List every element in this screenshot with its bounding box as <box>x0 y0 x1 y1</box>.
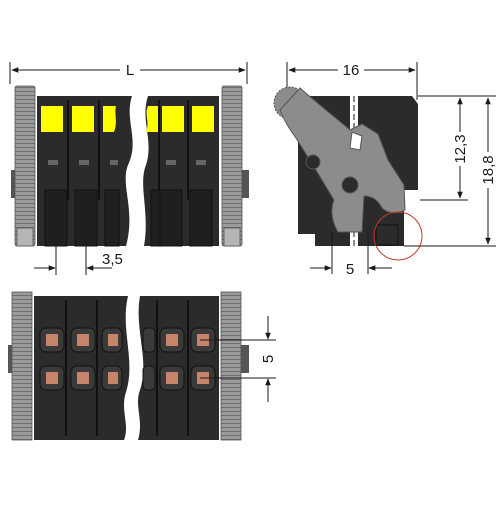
dimension-pitch-front: 3,5 <box>34 240 123 275</box>
dimension-pitch-top-label: 5 <box>260 355 277 363</box>
dimension-pitch-side: 5 <box>310 232 392 278</box>
dimension-height-inner: 12,3 <box>420 95 470 201</box>
pin <box>44 189 68 247</box>
connector-body-right <box>143 96 219 247</box>
top-right-flange <box>220 291 249 441</box>
marker-strip <box>162 106 184 132</box>
marker-strip <box>72 106 94 132</box>
highlight-circle <box>373 211 423 261</box>
top-view: 5 <box>8 291 277 441</box>
dimension-length: L <box>9 60 248 84</box>
dimension-width-side: 16 <box>286 60 418 100</box>
dimension-height-total: 18,8 <box>404 95 498 247</box>
dimension-pitch-front-label: 3,5 <box>102 251 123 268</box>
dimension-height-total-label: 18,8 <box>480 155 497 184</box>
dimension-pitch-side-label: 5 <box>346 261 354 278</box>
marker-strip <box>103 106 116 132</box>
pin <box>104 189 120 247</box>
contact-row-upper <box>39 327 216 353</box>
dimension-length-label: L <box>126 62 134 79</box>
contact-row-lower <box>39 365 216 391</box>
pin <box>159 189 183 247</box>
front-view: L <box>9 60 249 275</box>
marker-strip <box>192 106 214 132</box>
top-left-flange <box>8 291 33 441</box>
marker-strip <box>41 106 63 132</box>
left-end-flange <box>11 85 36 247</box>
dimension-pitch-top: 5 <box>200 316 277 402</box>
dimension-height-inner-label: 12,3 <box>452 134 469 163</box>
marker-strip <box>146 106 158 132</box>
connector-body-left <box>37 96 133 247</box>
pin <box>189 189 213 247</box>
pin <box>74 189 98 247</box>
operating-lever <box>273 86 406 233</box>
side-view: 16 12,3 <box>273 60 498 278</box>
lever-pivot <box>341 176 359 194</box>
lever-pivot <box>305 154 321 170</box>
right-end-flange <box>221 85 249 247</box>
dimension-width-side-label: 16 <box>343 62 360 79</box>
